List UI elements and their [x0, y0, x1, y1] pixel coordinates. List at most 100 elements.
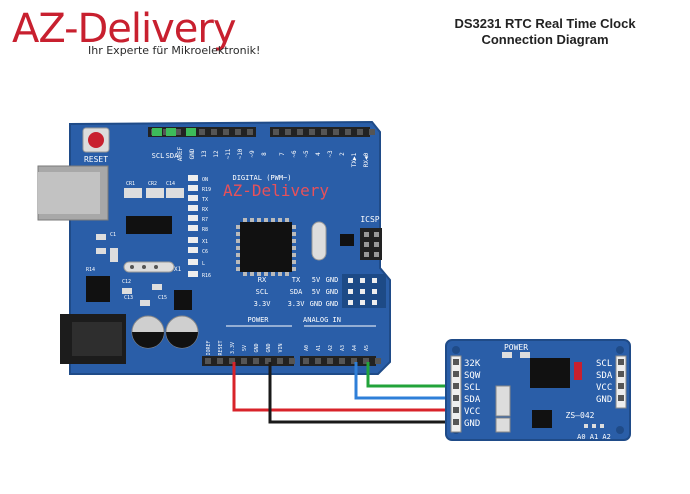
- header-hole: [333, 129, 339, 135]
- header-hole: [199, 129, 205, 135]
- legend-pin: [360, 289, 365, 294]
- digital-header-label: DIGITAL (PWM~): [232, 174, 291, 182]
- legend-cell: 5V: [312, 276, 321, 284]
- rtc-pin: [453, 371, 459, 377]
- header-hole: [339, 358, 345, 364]
- bottom-pin-label: 5V: [242, 345, 248, 351]
- mcu-pin: [292, 246, 296, 250]
- legend-cell: GND: [326, 300, 339, 308]
- top-pin-label: ~3: [327, 150, 334, 158]
- wire-scl: [366, 362, 456, 388]
- mcu-pin: [292, 253, 296, 257]
- mcu-pin: [236, 253, 240, 257]
- chip-label: C1: [110, 232, 116, 238]
- rtc-right-pin-labels: SCL SDA VCC GND: [596, 359, 613, 405]
- header-hole: [235, 129, 241, 135]
- header-hole: [175, 129, 181, 135]
- header-hole: [253, 358, 259, 364]
- top-pin-label: AREF: [177, 146, 184, 161]
- led-label: R7: [202, 217, 208, 223]
- header-hole: [303, 358, 309, 364]
- bottom-pin-label: VIN: [278, 343, 284, 352]
- bottom-pin-label: GND: [254, 343, 260, 352]
- legend-pin: [348, 300, 353, 305]
- top-pin-label: ~5: [303, 150, 310, 158]
- led-label: X1: [202, 239, 208, 245]
- rtc-pin: [618, 371, 624, 377]
- ds3231-module: 32K SQW SCL SDA VCC GND POWER ZS—042 A0 …: [445, 339, 631, 441]
- chip-label: C15: [158, 295, 167, 301]
- mcu-pin: [236, 260, 240, 264]
- legend-cell: 3.3V: [288, 300, 306, 308]
- top-pin-label: ~6: [291, 150, 298, 158]
- icsp-pin: [364, 242, 369, 247]
- mcu-pin: [285, 218, 289, 222]
- header-hole: [223, 129, 229, 135]
- bottom-pin-label: RESET: [218, 340, 224, 355]
- legend-pin: [372, 300, 377, 305]
- mcu-pin: [278, 218, 282, 222]
- rtc-right-pin-label: SCL: [596, 359, 612, 369]
- reset-label: RESET: [84, 155, 108, 164]
- header-hole: [351, 358, 357, 364]
- rtc-pin: [618, 359, 624, 365]
- header-hole: [289, 358, 295, 364]
- rtc-pin: [453, 419, 459, 425]
- component-labels: CR1 CR2 C14 C1 C12 C13 C15 X1 R14: [86, 181, 182, 301]
- top-pin-label: 13: [201, 150, 208, 158]
- led-label: ON: [202, 177, 208, 183]
- header-hole: [315, 358, 321, 364]
- chip-label: C14: [166, 181, 175, 187]
- legend-pin: [372, 278, 377, 283]
- icsp-pin: [364, 252, 369, 257]
- rtc-pin: [618, 383, 624, 389]
- rtc-addr-label: A0 A1 A2: [577, 433, 611, 441]
- led-label: C6: [202, 249, 208, 255]
- bottom-pin-labels: IOREF RESET 3.3V 5V GND GND VIN A0 A1 A2…: [206, 340, 370, 355]
- header-hole: [247, 129, 253, 135]
- rtc-left-header: [450, 355, 462, 433]
- rtc-pin: [453, 407, 459, 413]
- header-hole: [265, 358, 271, 364]
- mcu-pin: [285, 272, 289, 276]
- bottom-pin-label: A0: [304, 345, 310, 351]
- chip-label: X1: [174, 266, 182, 273]
- led-column: [188, 175, 198, 277]
- top-pin-label: ~11: [225, 148, 232, 159]
- capacitors: [131, 315, 199, 349]
- led-label: L: [202, 261, 205, 267]
- header-hole: [309, 129, 315, 135]
- mcu-pin: [292, 260, 296, 264]
- top-pin-label: SDA: [166, 152, 179, 160]
- header-hole: [327, 358, 333, 364]
- rtc-left-pin-labels: 32K SQW SCL SDA VCC GND: [464, 359, 481, 429]
- bottom-pin-label: A1: [316, 345, 322, 351]
- led-label: RX: [202, 207, 208, 213]
- microcontroller-chip: [240, 222, 292, 272]
- mcu-pin: [271, 218, 275, 222]
- legend-cell: GND: [326, 288, 339, 296]
- header-hole: [217, 358, 223, 364]
- mcu-pin: [257, 272, 261, 276]
- mcu-pin: [292, 232, 296, 236]
- header-hole: [241, 358, 247, 364]
- diagram-title-line2: Connection Diagram: [481, 32, 609, 47]
- power-label: POWER: [247, 316, 269, 324]
- rtc-model-label: ZS—042: [566, 411, 595, 420]
- bottom-pin-label: A5: [364, 345, 370, 351]
- icsp-label: ICSP: [360, 215, 379, 224]
- mcu-pin: [278, 272, 282, 276]
- rtc-right-pin-label: VCC: [596, 383, 612, 393]
- mcu-pin: [264, 272, 268, 276]
- legend-cell: SCL: [256, 288, 269, 296]
- rtc-power-label: POWER: [504, 343, 528, 352]
- mcu-pin: [250, 272, 254, 276]
- rtc-left-pin-label: GND: [464, 419, 480, 429]
- header-hole: [229, 358, 235, 364]
- chip-label: CR2: [148, 181, 157, 187]
- mcu-pin: [271, 272, 275, 276]
- legend-cell: RX: [258, 276, 267, 284]
- rtc-pin: [453, 395, 459, 401]
